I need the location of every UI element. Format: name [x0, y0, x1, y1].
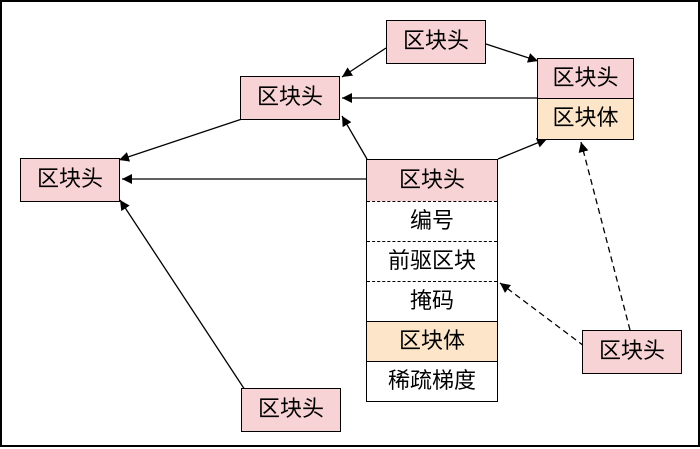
center-block: 区块头 编号 前驱区块 掩码 区块体 稀疏梯度 — [366, 159, 498, 402]
right-block-header: 区块头 — [537, 58, 634, 99]
link-top-to-right — [485, 43, 539, 63]
link-bottom-to-left — [119, 199, 246, 391]
link-top-to-mid — [341, 47, 387, 78]
center-block-mask: 掩码 — [367, 281, 497, 321]
center-block-header: 区块头 — [367, 160, 497, 201]
center-block-body: 区块体 — [367, 321, 497, 361]
right-block-body: 区块体 — [537, 98, 634, 140]
link-center-to-mid — [341, 115, 368, 160]
link-center-to-right — [497, 138, 548, 160]
link-br-to-right — [578, 141, 631, 331]
block-header-middle: 区块头 — [240, 76, 340, 120]
block-header-bottom: 区块头 — [241, 388, 341, 432]
link-br-to-center — [499, 282, 585, 347]
link-mid-to-left — [118, 118, 243, 162]
block-header-bottom-right: 区块头 — [582, 330, 682, 374]
center-block-predecessor: 前驱区块 — [367, 241, 497, 281]
center-block-sparse-gradient: 稀疏梯度 — [367, 361, 497, 401]
block-header-left: 区块头 — [20, 158, 120, 202]
center-block-number: 编号 — [367, 201, 497, 241]
block-header-top: 区块头 — [386, 20, 486, 64]
